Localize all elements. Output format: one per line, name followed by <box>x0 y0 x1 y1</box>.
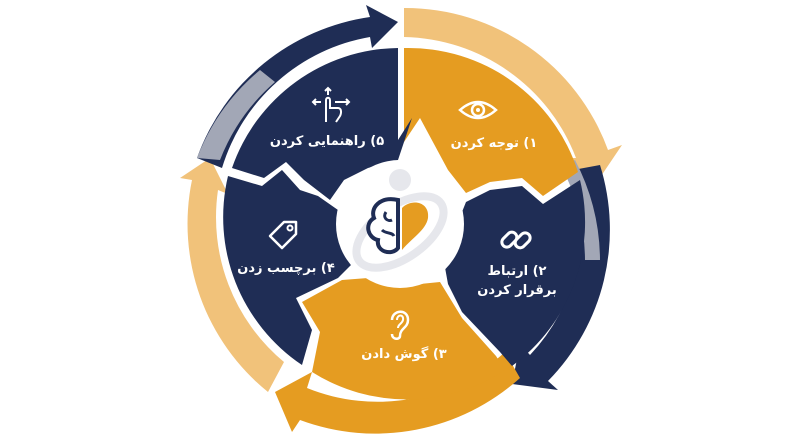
outer-arrow-bottom <box>275 352 520 434</box>
step-1-label: ۱) توجه کردن <box>450 136 538 151</box>
segment-4-bg <box>223 170 354 365</box>
pointing-hand-arrows-icon <box>311 86 351 123</box>
link-icon <box>500 230 532 250</box>
ear-icon <box>390 310 410 340</box>
outer-arrow-top-left-gray <box>197 70 275 160</box>
step-3-label: ۳) گوش دادن <box>361 347 447 362</box>
step-4-label: ۴) برچسب زدن <box>237 261 335 276</box>
tag-icon <box>268 220 298 250</box>
eye-icon <box>458 100 498 120</box>
step-2-label-line2: برقرار کردن <box>477 283 557 298</box>
segment-5-bg <box>232 48 412 200</box>
outer-arrow-left <box>180 158 284 392</box>
brain-heart-icon <box>366 197 429 255</box>
step-2-label: ۲) ارتباط <box>487 264 547 279</box>
segment-1-bg <box>404 47 578 197</box>
segment-3-bg <box>302 278 505 400</box>
segment-2-bg <box>444 180 586 366</box>
step-5-label: ۵) راهنمایی کردن <box>269 134 385 149</box>
